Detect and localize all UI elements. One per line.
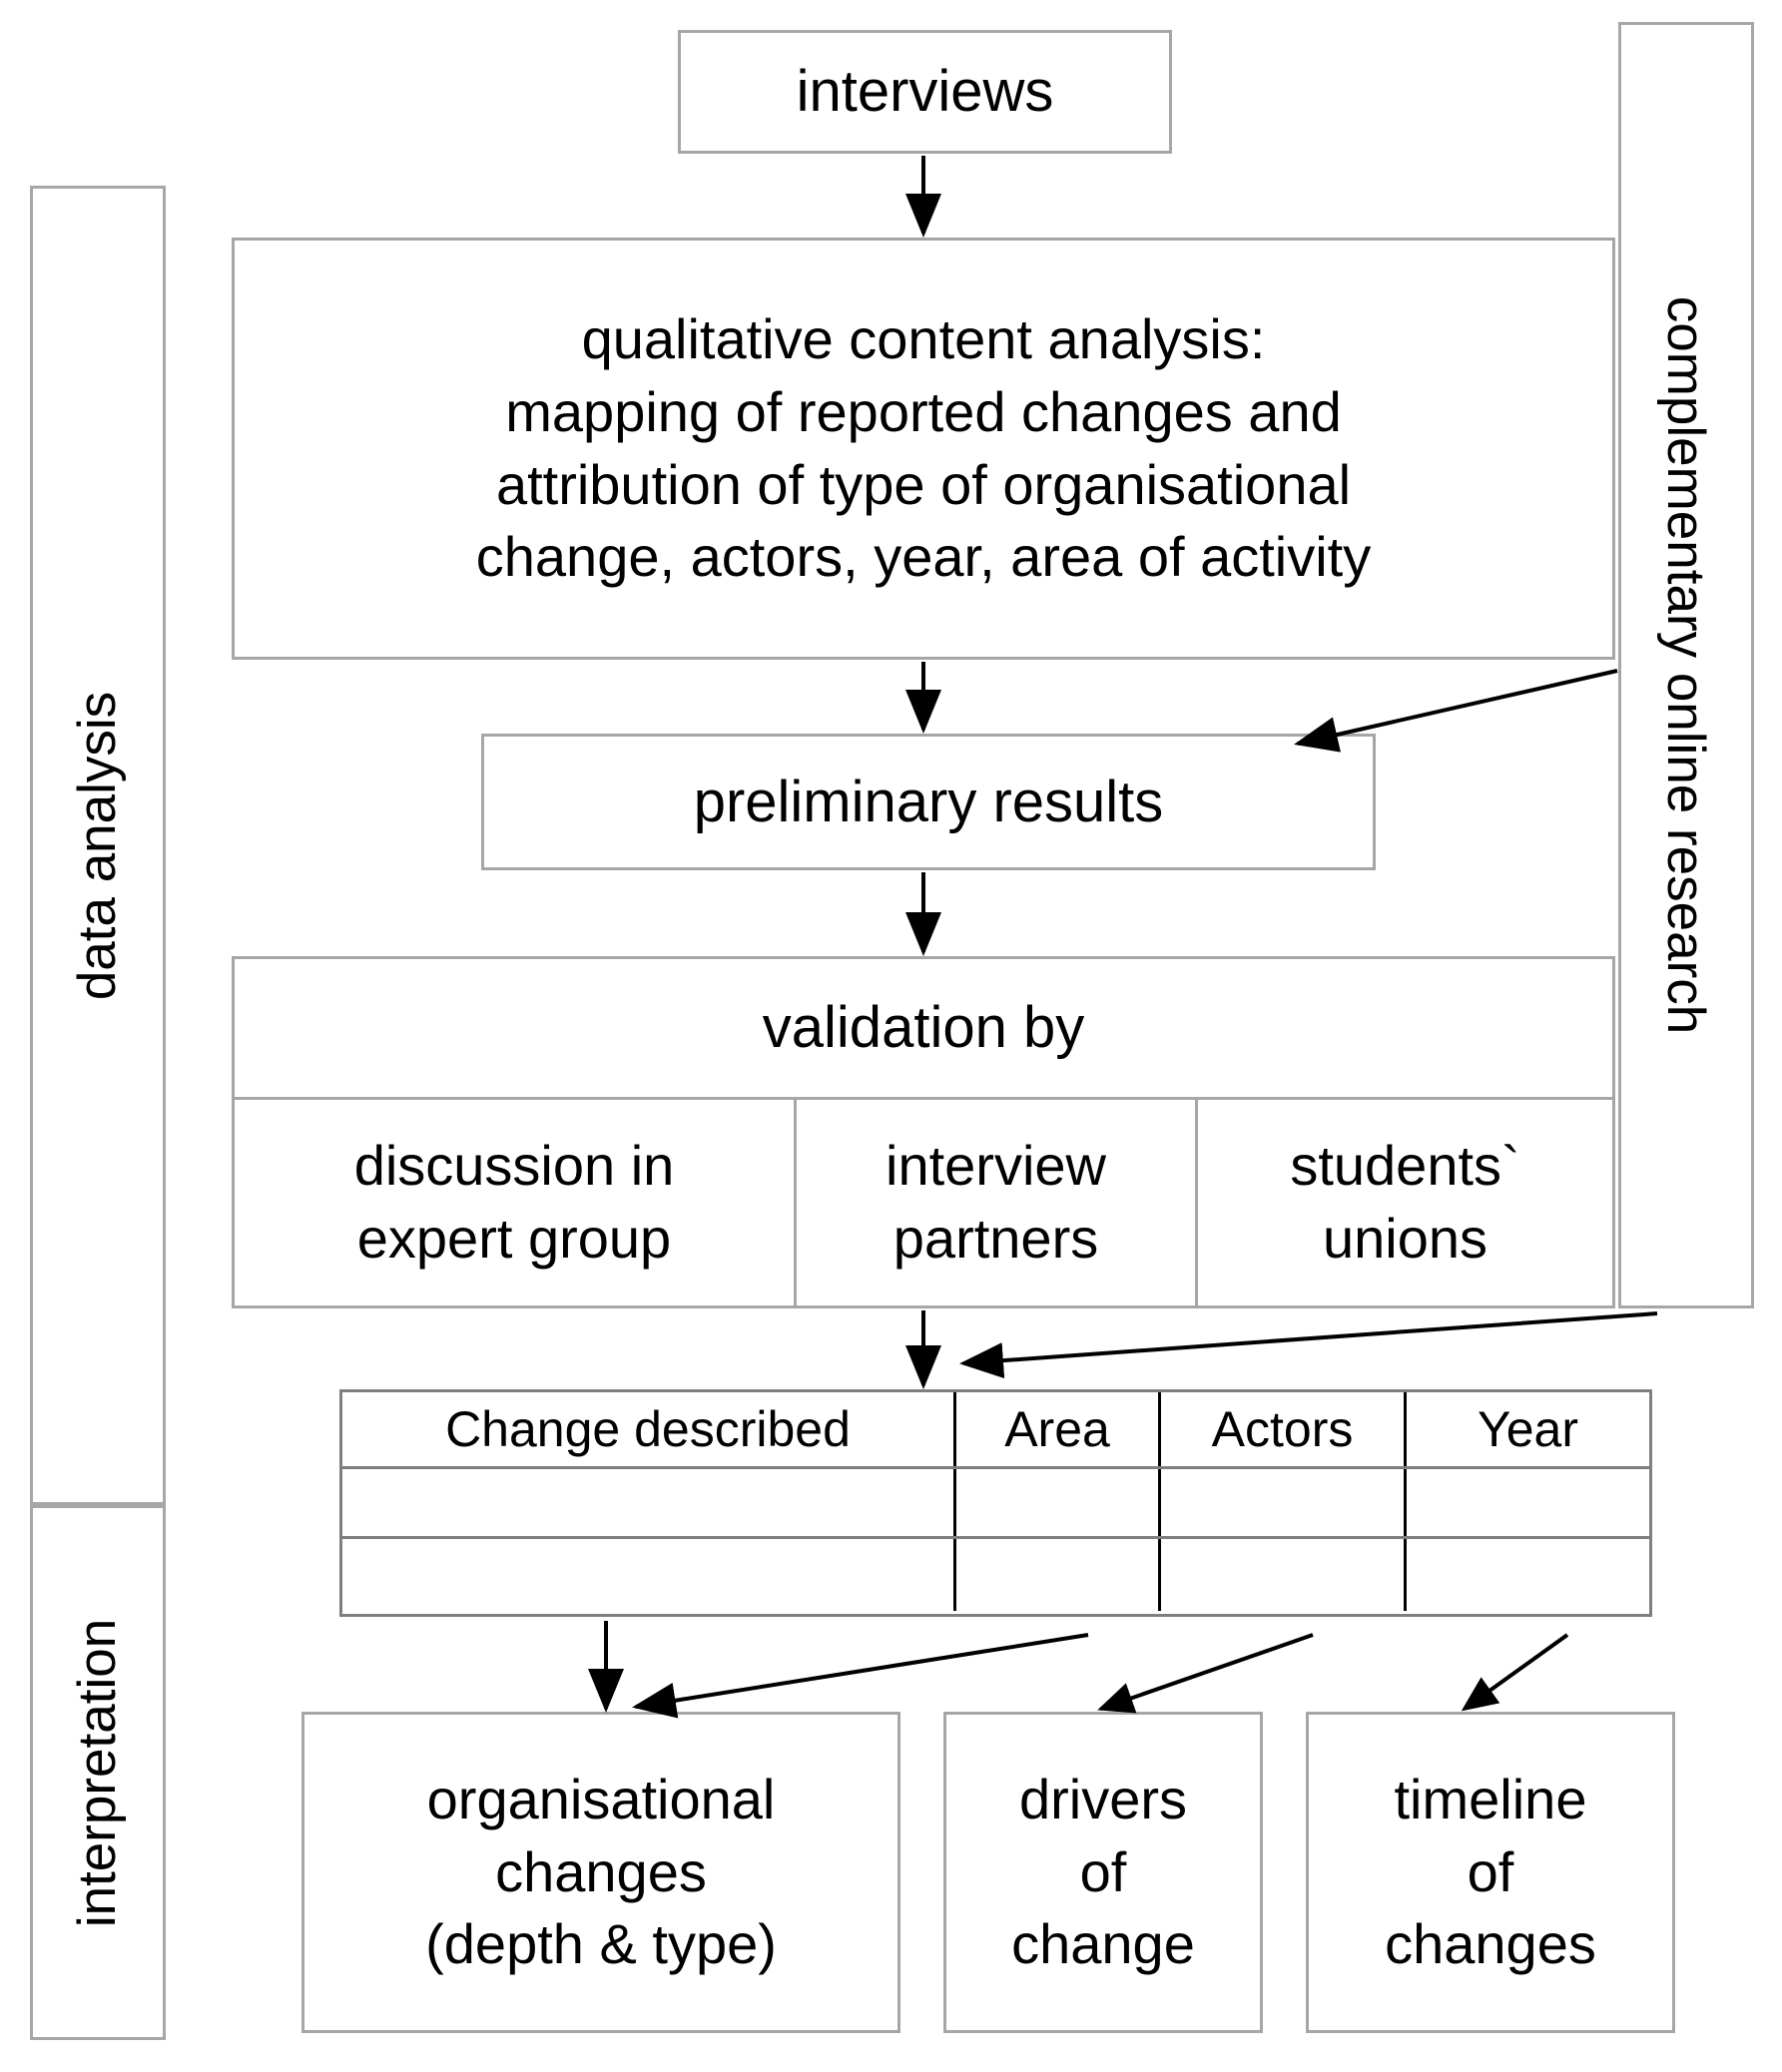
arrow-table-actors-to-drivers — [1097, 1633, 1314, 1714]
table-header-year: Year — [1404, 1392, 1649, 1466]
table-header-change-described-label: Change described — [445, 1401, 851, 1457]
table-header-row: Change described Area Actors Year — [342, 1392, 1649, 1466]
node-preliminary-results-label: preliminary results — [693, 769, 1164, 834]
outcome-timeline-of-changes: timeline of changes — [1306, 1712, 1675, 2033]
coding-table: Change described Area Actors Year — [339, 1389, 1652, 1617]
arrow-online-research-to-table — [959, 1311, 1658, 1379]
arrow-table-year-to-timeline — [1461, 1633, 1569, 1712]
table-header-area-label: Area — [1004, 1401, 1110, 1457]
phase-label-complementary-online-research: complementary online research — [1618, 22, 1754, 1308]
validation-option-students-unions: students` unions — [1195, 1100, 1612, 1305]
outcome-organisational-changes-label: organisational changes (depth & type) — [425, 1767, 777, 1976]
node-content-analysis-label: qualitative content analysis: mapping of… — [475, 306, 1372, 589]
table-cell — [1158, 1469, 1404, 1536]
phase-label-interpretation: interpretation — [30, 1505, 166, 2040]
phase-label-complementary-text: complementary online research — [1656, 295, 1716, 1035]
table-row — [342, 1536, 1649, 1611]
node-preliminary-results: preliminary results — [481, 734, 1376, 870]
table-header-actors: Actors — [1158, 1392, 1404, 1466]
table-cell — [1158, 1539, 1404, 1611]
node-interviews-label: interviews — [796, 59, 1054, 125]
node-validation: validation by discussion in expert group… — [232, 956, 1615, 1308]
table-row — [342, 1466, 1649, 1536]
outcome-timeline-of-changes-label: timeline of changes — [1385, 1767, 1596, 1976]
validation-option-students-unions-label: students` unions — [1290, 1134, 1520, 1270]
phase-label-data-analysis-text: data analysis — [68, 691, 128, 1000]
outcome-drivers-of-change-label: drivers of change — [1011, 1767, 1195, 1976]
table-cell — [953, 1539, 1158, 1611]
table-cell — [953, 1469, 1158, 1536]
table-cell — [1404, 1469, 1649, 1536]
table-cell — [342, 1469, 953, 1536]
node-interviews: interviews — [678, 30, 1172, 154]
outcome-drivers-of-change: drivers of change — [943, 1712, 1263, 2033]
node-validation-header-label: validation by — [762, 995, 1085, 1061]
node-validation-header: validation by — [235, 959, 1612, 1100]
table-header-year-label: Year — [1477, 1401, 1579, 1457]
node-content-analysis: qualitative content analysis: mapping of… — [232, 238, 1615, 660]
outcome-organisational-changes: organisational changes (depth & type) — [301, 1712, 900, 2033]
table-header-area: Area — [953, 1392, 1158, 1466]
validation-option-interview-partners: interview partners — [794, 1100, 1195, 1305]
validation-option-expert-group: discussion in expert group — [235, 1100, 794, 1305]
validation-option-expert-group-label: discussion in expert group — [353, 1134, 675, 1270]
validation-options-row: discussion in expert group interview par… — [235, 1100, 1612, 1305]
phase-label-data-analysis: data analysis — [30, 186, 166, 1505]
table-cell — [342, 1539, 953, 1611]
table-header-actors-label: Actors — [1211, 1401, 1354, 1457]
table-cell — [1404, 1539, 1649, 1611]
table-header-change-described: Change described — [342, 1392, 953, 1466]
validation-option-interview-partners-label: interview partners — [886, 1134, 1106, 1270]
phase-label-interpretation-text: interpretation — [68, 1618, 128, 1927]
arrow-table-area-to-organisational-changes — [632, 1633, 1089, 1719]
